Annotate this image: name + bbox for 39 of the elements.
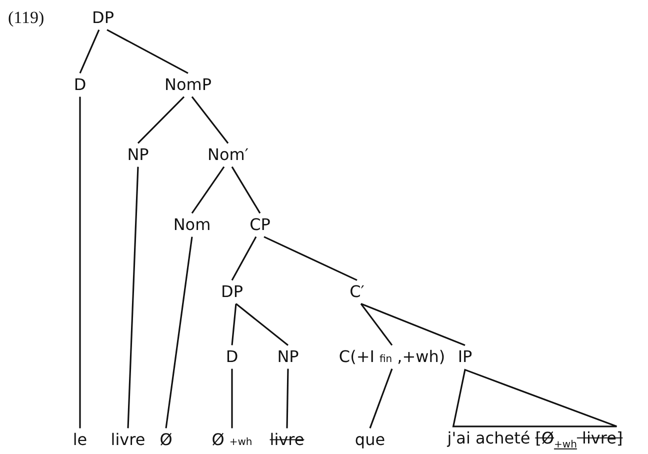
phrase-text: j'ai acheté — [447, 429, 530, 447]
leaf-word: que — [354, 431, 386, 449]
branch-line — [127, 166, 139, 428]
category-label: IP — [458, 348, 472, 366]
branch-line — [79, 29, 100, 74]
branch-line — [106, 29, 188, 74]
category-label: Nom — [173, 216, 211, 234]
category-label: DP — [221, 283, 243, 301]
example-number: (119) — [8, 8, 44, 28]
category-label: DP — [92, 9, 114, 27]
triangle-branch — [452, 368, 618, 428]
branch-line — [165, 236, 193, 428]
category-label: Nom′ — [208, 146, 248, 164]
category-label: D — [226, 348, 238, 366]
leaf-word: Ø — [160, 431, 172, 449]
branch-line — [360, 303, 393, 346]
branch-line — [79, 96, 81, 428]
branch-line — [236, 303, 288, 346]
branch-line — [264, 236, 358, 281]
leaf-word: livre — [270, 431, 304, 449]
leaf-word: le — [72, 431, 88, 449]
branch-line — [231, 368, 233, 428]
phrase-text: [Ø$_{+wh}$ livre] — [535, 429, 623, 451]
category-label: NomP — [164, 76, 212, 94]
branch-line — [231, 236, 257, 281]
branch-line — [286, 368, 289, 428]
category-label: CP — [250, 216, 270, 234]
branch-line — [191, 96, 229, 144]
category-label: D — [74, 76, 86, 94]
branch-line — [231, 304, 237, 346]
branch-line — [191, 166, 225, 214]
branch-line — [369, 368, 393, 428]
leaf-word: livre — [110, 431, 146, 449]
branch-line — [231, 166, 261, 214]
category-label: NP — [277, 348, 299, 366]
category-label: C′ — [350, 283, 364, 301]
branch-line — [137, 96, 185, 144]
branch-line — [360, 303, 466, 346]
category-label: NP — [127, 146, 149, 164]
